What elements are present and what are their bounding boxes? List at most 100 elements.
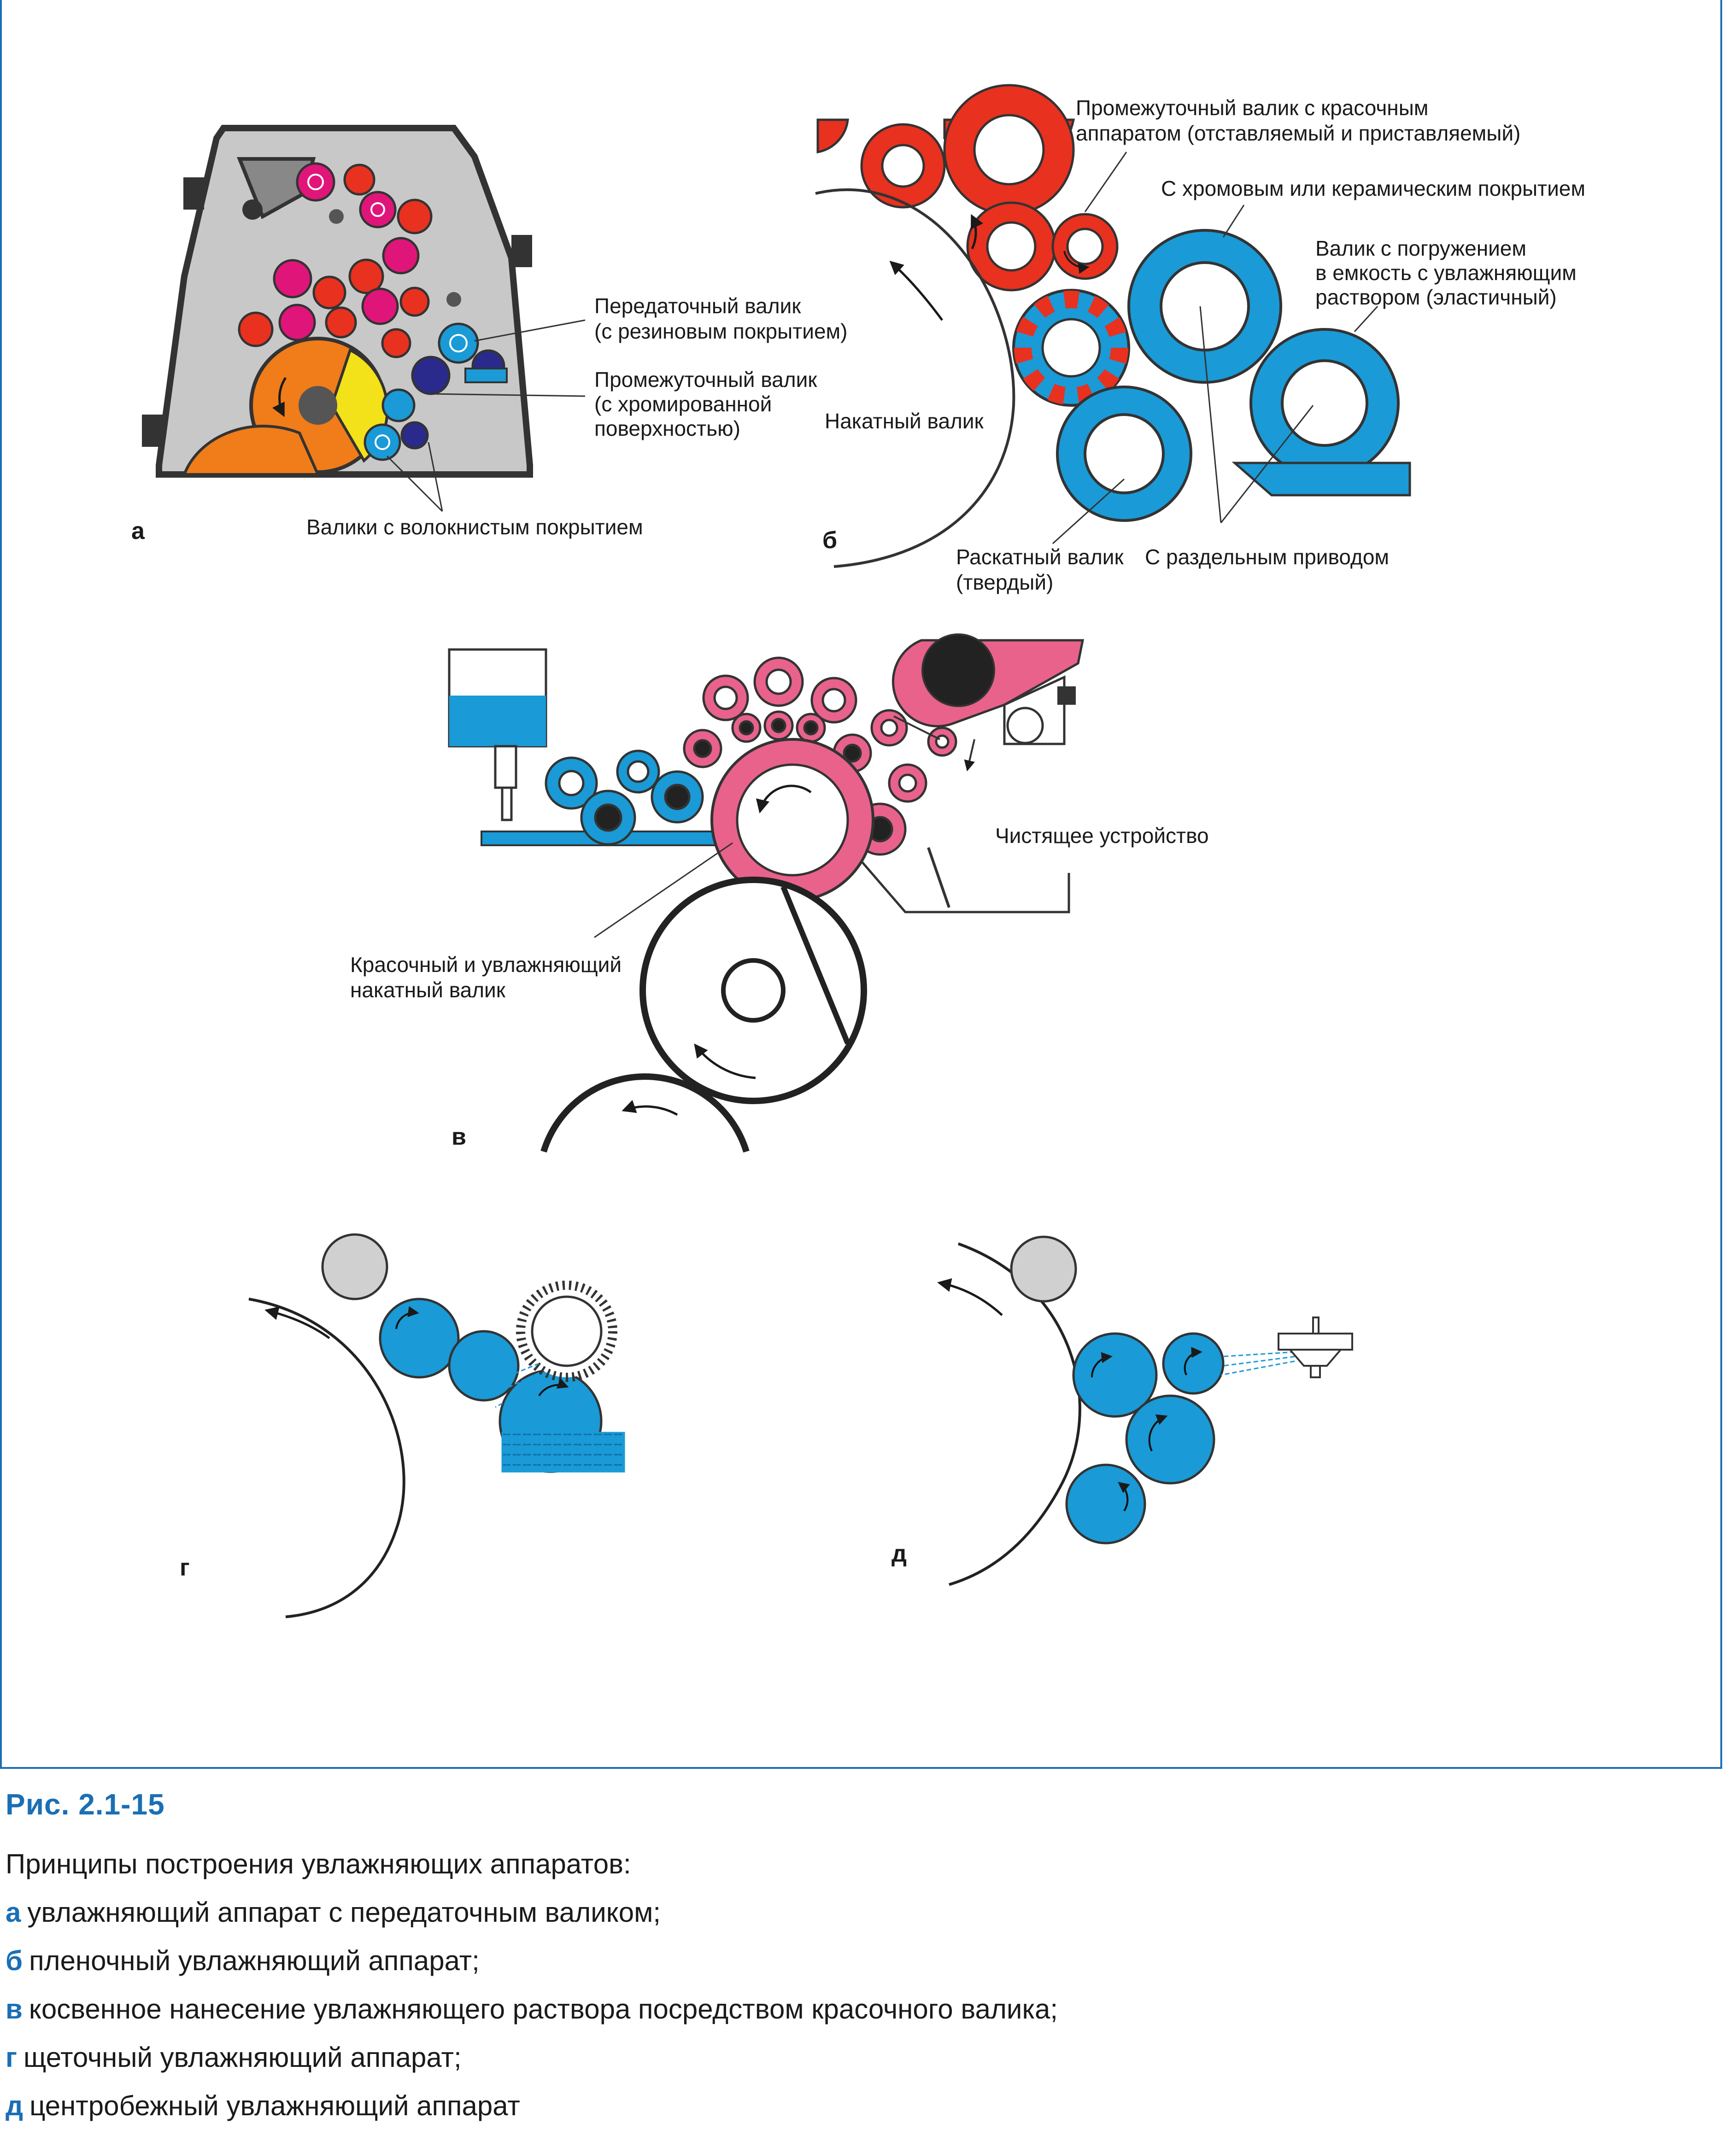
- rotation-arrow-icon: [937, 1278, 1003, 1316]
- spray-lines-g: [488, 1363, 542, 1408]
- label-separate-drive: С раздельным приводом: [1145, 545, 1389, 569]
- combined-form-roller-core: [736, 763, 849, 877]
- figure-artwork: Передаточный валик (с резиновым покрытие…: [131, 84, 1585, 1618]
- fountain-pivot: [242, 199, 263, 220]
- knob-icon: [1057, 686, 1076, 705]
- rotation-arrow-icon: [264, 1306, 330, 1340]
- panel-g: г: [180, 1233, 625, 1618]
- form-roller-ink-band: [1014, 291, 1128, 405]
- brush-roller-core: [531, 1295, 603, 1367]
- blanket-cylinder-v: [540, 1073, 750, 1153]
- panel-letter-b: б: [822, 527, 837, 554]
- figure-number: Рис. 2.1-15: [6, 1788, 165, 1821]
- rotation-arrow-icon: [694, 1043, 756, 1079]
- rotation-arrow-icon: [1063, 251, 1090, 274]
- fountain-screw: [1006, 707, 1044, 744]
- panel-b: Промежуточный валик с красочным аппарато…: [815, 84, 1585, 594]
- rotation-arrow-icon: [272, 377, 287, 417]
- label-distributor-roller-note: (твердый): [956, 570, 1053, 594]
- figure-frame: [0, 0, 1722, 1769]
- figure-caption: Рис. 2.1-15 Принципы построения увлажняю…: [6, 1787, 1710, 2130]
- ink-rollers-b: [816, 84, 1119, 292]
- panel-v: Чистящее устройство Красочный и увлажняю…: [350, 633, 1209, 1153]
- water-trough: [1232, 462, 1411, 497]
- panel-d: д: [891, 1235, 1353, 1586]
- rotation-arrow-icon: [622, 1100, 678, 1116]
- label-intermediate-roller: Промежуточный валик: [594, 368, 817, 392]
- rotation-arrow-icon: [889, 260, 944, 321]
- rotation-marks-g: [395, 1306, 569, 1397]
- label-intermediate-roller-note: (с хромированной: [594, 392, 772, 416]
- label-distributor-roller: Раскатный валик: [956, 545, 1124, 569]
- panel-letter-a: а: [131, 518, 145, 544]
- label-chrome-coating: С хромовым или керамическим покрытием: [1161, 176, 1585, 200]
- plate-cylinder-arc-g: [248, 1298, 405, 1618]
- panel-letter-d: д: [891, 1540, 907, 1567]
- water-trough-g: [501, 1432, 625, 1473]
- ink-ductor-roller: [921, 633, 995, 707]
- label-intermediate-ink-roller: Промежуточный валик с красочным: [1076, 96, 1428, 120]
- panel-letter-g: г: [180, 1554, 190, 1581]
- caption-item-text: щеточный увлажняющий аппарат;: [23, 2042, 462, 2073]
- label-combined-form-roller-note: накатный валик: [350, 978, 506, 1002]
- rotation-arrow-icon: [970, 214, 983, 250]
- cylinder-axle: [299, 386, 337, 425]
- plate-cylinder-arc: [815, 188, 1015, 568]
- gray-roller: [1010, 1235, 1077, 1303]
- dampening-rollers-b: [1056, 229, 1400, 522]
- panel-a: Передаточный валик (с резиновым покрытие…: [131, 125, 847, 544]
- dampening-rollers-d: [1065, 1332, 1225, 1545]
- plate-cylinder-axle: [721, 958, 786, 1023]
- double-arrow-icon: [964, 739, 975, 772]
- cleaning-blade: [927, 847, 950, 908]
- caption-item-text: косвенное нанесение увлажняющего раствор…: [29, 1994, 1058, 2025]
- label-transfer-roller: Передаточный валик: [594, 294, 801, 318]
- plate-gap: [780, 885, 850, 1045]
- caption-item-text: увлажняющий аппарат с передаточным валик…: [27, 1897, 661, 1928]
- centrifugal-sprayer-icon: [1278, 1317, 1353, 1378]
- label-intermediate-ink-roller-note: аппаратом (отставляемый и приставляемый): [1076, 121, 1520, 145]
- label-immersion-roller: Валик с погружением: [1315, 236, 1526, 260]
- label-form-roller: Накатный валик: [825, 409, 984, 433]
- ductor-arm: [893, 715, 940, 740]
- caption-item-letter: в: [6, 1994, 23, 2025]
- blanket-cylinder: [182, 425, 320, 476]
- knob-icon: [511, 235, 532, 267]
- water-pan: [464, 368, 508, 383]
- rotation-marks-d: [1091, 1346, 1202, 1512]
- leader-line-combined: [594, 842, 733, 938]
- caption-item-text: пленочный увлажняющий аппарат;: [29, 1945, 480, 1976]
- caption-item-letter: а: [6, 1897, 21, 1928]
- caption-intro: Принципы построения увлажняющих аппарато…: [6, 1849, 631, 1879]
- label-cleaning-device: Чистящее устройство: [995, 824, 1209, 848]
- water-tank-fill: [449, 696, 546, 746]
- panel-letter-v: в: [452, 1124, 466, 1150]
- idler-dot: [329, 209, 344, 224]
- cleaning-device: [861, 860, 1070, 913]
- leader-lines-a: [386, 319, 586, 512]
- label-fibrous-rollers: Валики с волокнистым покрытием: [306, 515, 643, 539]
- gray-roller: [321, 1233, 388, 1300]
- leader-lines-b: [1052, 152, 1378, 544]
- ink-rollers: [238, 162, 433, 358]
- dampening-rollers-v: [545, 749, 704, 846]
- label-immersion-roller-note: в емкость с увлажняющим: [1315, 261, 1577, 285]
- idler-dot: [446, 292, 461, 307]
- label-immersion-roller-note2: раствором (эластичный): [1315, 285, 1557, 309]
- form-roller-core: [1041, 318, 1101, 378]
- caption-item-letter: г: [6, 2042, 17, 2073]
- label-intermediate-roller-note2: поверхностью): [594, 416, 740, 440]
- spray-lines-d: [1220, 1351, 1295, 1376]
- caption-item-letter: д: [6, 2090, 23, 2121]
- knob-icon: [183, 177, 204, 210]
- water-nozzle-tip: [501, 786, 513, 821]
- label-transfer-roller-note: (с резиновым покрытием): [594, 319, 847, 343]
- caption-item-text: центробежный увлажняющий аппарат: [29, 2090, 520, 2121]
- caption-item-letter: б: [6, 1945, 23, 1976]
- label-combined-form-roller: Красочный и увлажняющий: [350, 953, 622, 977]
